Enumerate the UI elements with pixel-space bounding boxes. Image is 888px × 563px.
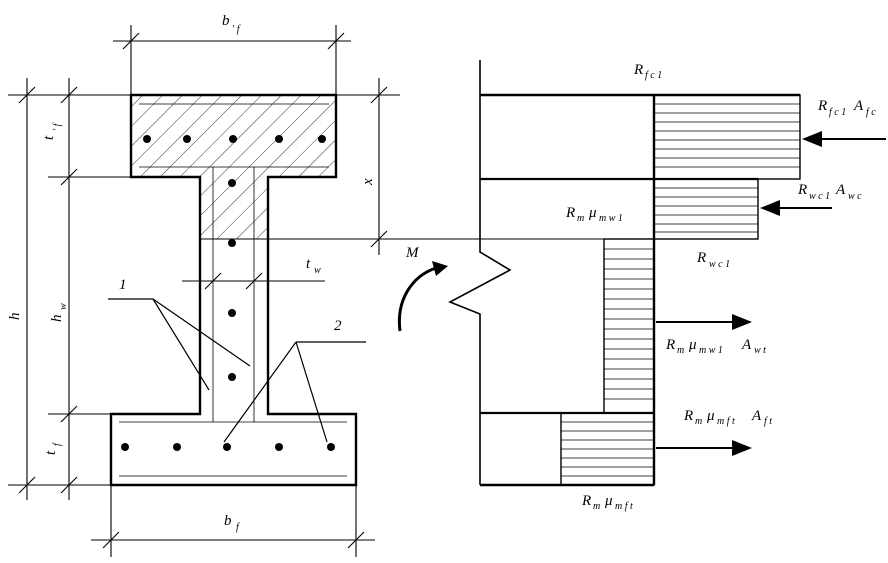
label-rm-mu-mw1: R (565, 205, 575, 221)
label-tf-top: t (41, 135, 57, 140)
svg-text:w: w (58, 303, 69, 310)
web-compression-block (653, 178, 759, 240)
svg-text:m f t: m f t (615, 501, 633, 512)
label-rwc1: R (696, 250, 706, 266)
break-line (448, 60, 512, 485)
label-tw: t (306, 256, 311, 272)
label-rm-mu-mw1-awt: R (665, 337, 675, 353)
svg-text:m f t: m f t (717, 416, 735, 427)
svg-text:m: m (593, 501, 600, 512)
svg-text:w c 1: w c 1 (709, 259, 730, 270)
label-rfc1-afc: R (817, 98, 827, 114)
i-section (109, 93, 358, 487)
web-tension-block (603, 238, 655, 414)
label-1: 1 (119, 277, 127, 293)
label-bf-top: b (222, 13, 230, 29)
svg-text:f: f (52, 442, 63, 446)
svg-text:m w 1: m w 1 (599, 213, 623, 224)
svg-text:f c: f c (866, 107, 876, 118)
label-2: 2 (334, 318, 342, 334)
label-rm-mu-mft: R (581, 493, 591, 509)
svg-text:w: w (314, 265, 321, 276)
label-h: h (7, 313, 23, 321)
svg-text:′ f: ′ f (52, 122, 63, 131)
label-tf-bot: t (43, 450, 59, 455)
svg-text:w c: w c (848, 191, 862, 202)
compression-zone (131, 96, 336, 239)
label-rfc1: R (633, 62, 643, 78)
moment-arrow (397, 266, 437, 332)
svg-text:A: A (741, 337, 752, 353)
flange-compression-block (653, 94, 801, 180)
svg-text:f c 1: f c 1 (829, 107, 846, 118)
svg-text:A: A (835, 182, 846, 198)
force-arrows (656, 131, 886, 456)
section-labels: b ′ f t ′ f h h w t f b f x t w 1 2 M (7, 13, 420, 533)
svg-text:m: m (677, 345, 684, 356)
stress-labels: R f c 1 R f c 1 A f c R w c 1 A w c R m … (565, 62, 876, 512)
rebar-top (143, 135, 326, 143)
svg-text:A: A (751, 408, 762, 424)
svg-text:m w 1: m w 1 (699, 345, 723, 356)
flange-tension-block (560, 412, 655, 486)
leaders (108, 298, 366, 443)
svg-text:f: f (236, 522, 240, 533)
svg-text:μ: μ (588, 205, 597, 221)
label-bf-bot: b (224, 513, 232, 529)
dimensions (8, 25, 400, 557)
label-x: x (360, 178, 376, 186)
stress-diagram (448, 60, 886, 487)
label-hw: h (49, 315, 65, 323)
rebar-bottom (121, 443, 335, 451)
svg-text:m: m (577, 213, 584, 224)
label-M: M (405, 245, 420, 261)
svg-text:f c 1: f c 1 (645, 70, 662, 81)
svg-text:μ: μ (706, 408, 715, 424)
svg-text:A: A (853, 98, 864, 114)
svg-text:w c 1: w c 1 (809, 191, 830, 202)
svg-text:μ: μ (688, 337, 697, 353)
svg-text:f t: f t (764, 416, 772, 427)
svg-text:w t: w t (754, 345, 766, 356)
rebar-web (228, 179, 236, 381)
label-rwc1-awc: R (797, 182, 807, 198)
svg-text:μ: μ (604, 493, 613, 509)
svg-text:m: m (695, 416, 702, 427)
svg-text:′ f: ′ f (232, 24, 241, 35)
label-rm-mu-mft-aft: R (683, 408, 693, 424)
